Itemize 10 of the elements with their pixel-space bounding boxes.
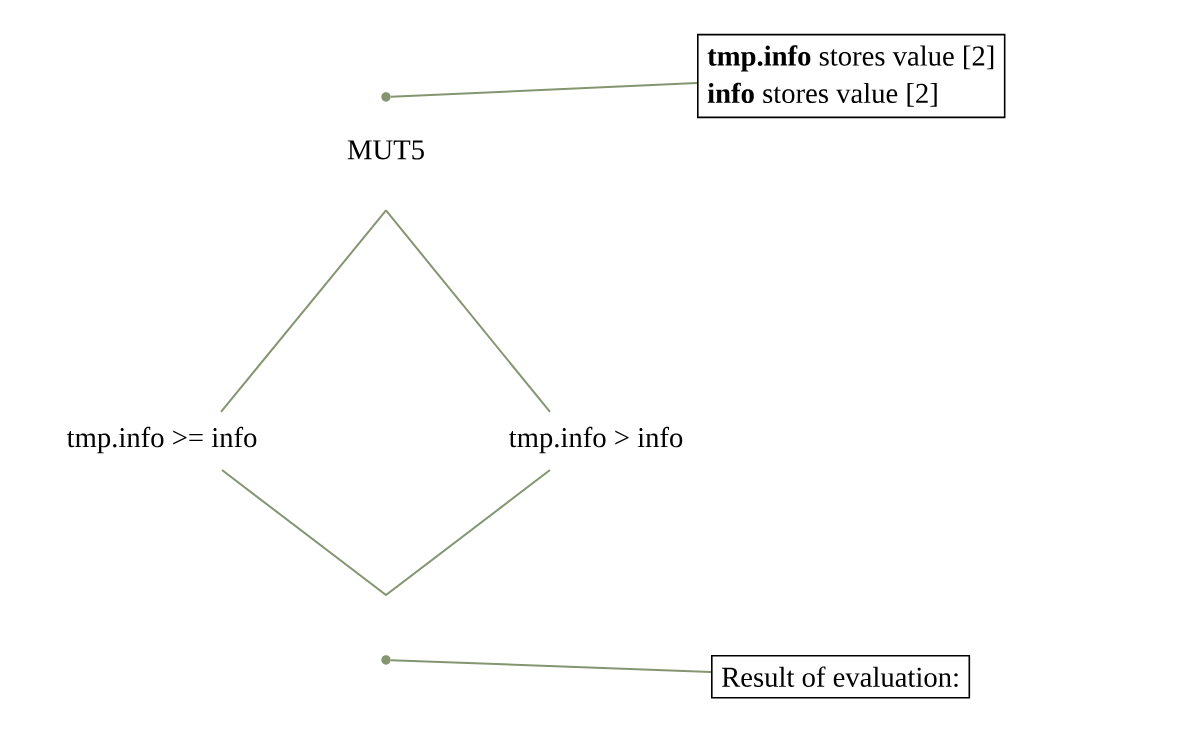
connector-line bbox=[385, 209, 551, 413]
condition-label: tmp.info >= info bbox=[66, 426, 257, 454]
leader-line bbox=[389, 81, 698, 98]
tree-label: MUT5 bbox=[347, 140, 424, 160]
connector-line bbox=[220, 209, 387, 413]
leader-line bbox=[389, 659, 712, 673]
callout-box: tmp.info stores value [2] info stores value [2] bbox=[697, 33, 1006, 119]
connector-line bbox=[221, 469, 551, 597]
callout-box: Result of evaluation: bbox=[711, 655, 971, 699]
condition-label: tmp.info > info bbox=[508, 426, 683, 454]
